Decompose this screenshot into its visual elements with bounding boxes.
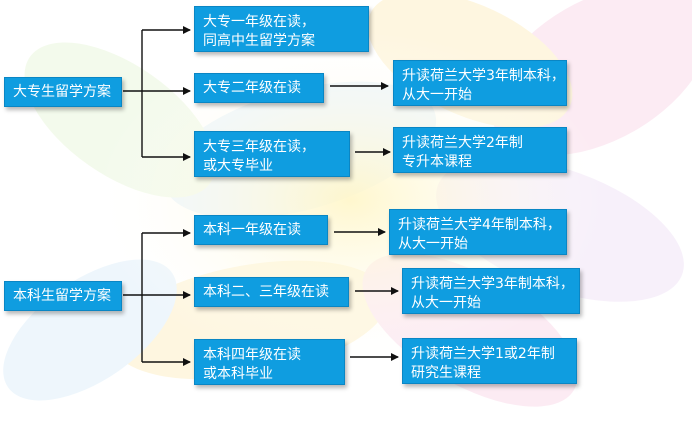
- result-box-undergrad-grad: 升读荷兰大学1或2年制 研究生课程: [402, 338, 577, 384]
- stage-box-undergrad-year23: 本科二、三年级在读: [194, 277, 349, 307]
- stage-label-line1: 大专三年级在读，: [203, 139, 315, 155]
- stage-box-college-year1: 大专一年级在读， 同高中生留学方案: [194, 6, 369, 52]
- result-label-line1: 升读荷兰大学2年制: [402, 135, 523, 151]
- result-label-line2: 专升本课程: [402, 154, 472, 170]
- root-label-undergrad: 本科生留学方案: [13, 287, 111, 304]
- result-label-line1: 升读荷兰大学4年制本科，: [398, 217, 561, 233]
- stage-label-line2: 同高中生留学方案: [203, 33, 315, 49]
- result-label-line1: 升读荷兰大学3年制本科，: [411, 276, 574, 292]
- result-box-undergrad-3yr: 升读荷兰大学3年制本科， 从大一开始: [402, 268, 580, 314]
- stage-label-line1: 本科二、三年级在读: [203, 283, 329, 300]
- root-box-undergrad: 本科生留学方案: [4, 281, 122, 311]
- result-box-undergrad-4yr: 升读荷兰大学4年制本科， 从大一开始: [389, 209, 567, 255]
- result-label-line1: 升读荷兰大学1或2年制: [411, 346, 555, 362]
- stage-box-college-year3: 大专三年级在读， 或大专毕业: [194, 131, 350, 177]
- root-box-college: 大专生留学方案: [4, 77, 122, 107]
- stage-label-line1: 大专二年级在读: [203, 79, 301, 96]
- stage-label-line2: 或本科毕业: [203, 366, 273, 382]
- result-label-line2: 研究生课程: [411, 365, 481, 381]
- stage-label-line2: 或大专毕业: [203, 158, 273, 174]
- stage-label-line1: 本科一年级在读: [203, 221, 301, 238]
- result-label-line1: 升读荷兰大学3年制本科，: [402, 68, 565, 84]
- result-box-college-2yr: 升读荷兰大学2年制 专升本课程: [393, 127, 567, 173]
- stage-label-line1: 本科四年级在读: [203, 347, 301, 363]
- result-label-line2: 从大一开始: [411, 295, 481, 311]
- stage-box-college-year2: 大专二年级在读: [194, 73, 324, 103]
- stage-box-undergrad-year4: 本科四年级在读 或本科毕业: [194, 339, 345, 385]
- result-label-line2: 从大一开始: [398, 236, 468, 252]
- root-label-college: 大专生留学方案: [13, 83, 111, 100]
- result-box-college-3yr: 升读荷兰大学3年制本科， 从大一开始: [393, 60, 567, 106]
- stage-label-line1: 大专一年级在读，: [203, 14, 315, 30]
- result-label-line2: 从大一开始: [402, 87, 472, 103]
- stage-box-undergrad-year1: 本科一年级在读: [194, 215, 328, 245]
